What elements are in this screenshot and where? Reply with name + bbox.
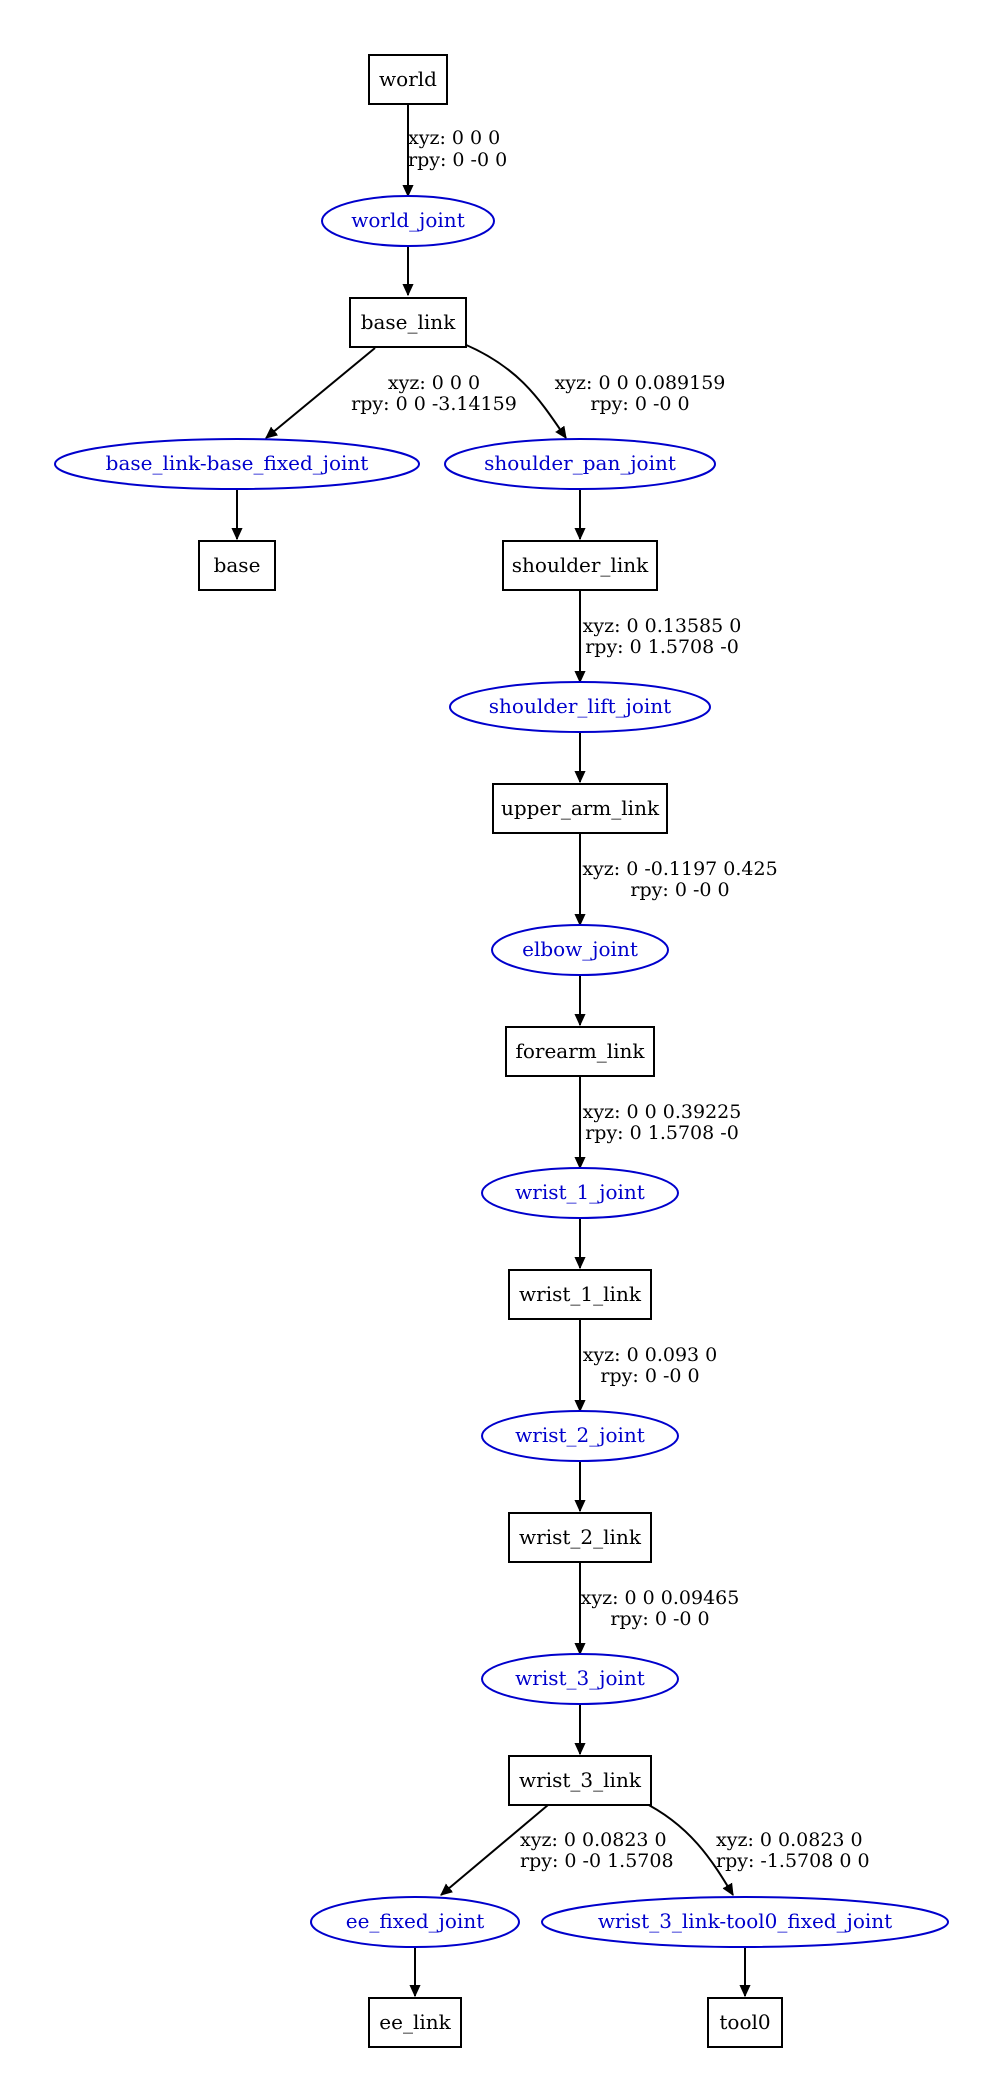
pose-rpy-shoulder-lift-joint: rpy: 0 1.5708 -0 [585,636,739,658]
joint-node-elbow-joint: elbow_joint [491,924,669,976]
link-node-world: world [368,54,448,105]
link-label-shoulder-link: shoulder_link [512,553,649,577]
pose-xyz-wrist-1-joint: xyz: 0 0 0.39225 [583,1101,742,1123]
joint-node-wrist-3-joint: wrist_3_joint [481,1653,679,1705]
pose-label-wrist-2-joint: xyz: 0 0.093 0 rpy: 0 -0 0 [583,1344,718,1387]
pose-rpy-shoulder-pan-joint: rpy: 0 -0 0 [590,393,689,415]
link-node-upper-arm-link: upper_arm_link [492,783,668,834]
pose-label-wrist-1-joint: xyz: 0 0 0.39225 rpy: 0 1.5708 -0 [583,1101,742,1144]
joint-label-ee-fixed-joint: ee_fixed_joint [346,1909,485,1933]
pose-labels: xyz: 0 0 0 rpy: 0 -0 0 xyz: 0 0 0 rpy: 0… [351,127,869,1872]
link-label-forearm-link: forearm_link [515,1039,645,1063]
link-label-world: world [379,67,437,91]
pose-label-world-joint: xyz: 0 0 0 rpy: 0 -0 0 [408,127,507,171]
pose-rpy-wrist-2-joint: rpy: 0 -0 0 [600,1365,699,1387]
joint-label-elbow-joint: elbow_joint [522,937,638,961]
joint-node-wrist-1-joint: wrist_1_joint [481,1167,679,1219]
pose-xyz-ee-fixed-joint: xyz: 0 0.0823 0 [520,1829,667,1851]
joint-label-world-joint: world_joint [351,208,464,232]
pose-rpy-ee-fixed-joint: rpy: 0 -0 1.5708 [520,1850,674,1872]
link-label-wrist-3-link: wrist_3_link [519,1768,642,1792]
link-label-tool0: tool0 [719,2010,770,2034]
pose-xyz-tool0-fixed-joint: xyz: 0 0.0823 0 [716,1829,863,1851]
pose-rpy-wrist-1-joint: rpy: 0 1.5708 -0 [585,1122,739,1144]
joint-label-wrist-1-joint: wrist_1_joint [515,1180,645,1204]
link-node-wrist-2-link: wrist_2_link [508,1512,652,1563]
link-node-tool0: tool0 [707,1997,783,2048]
link-label-base-link: base_link [361,310,457,334]
pose-label-wrist-3-joint: xyz: 0 0 0.09465 rpy: 0 -0 0 [581,1587,740,1630]
edge-base-link-to-shoulder-pan-joint [463,343,567,438]
link-node-ee-link: ee_link [368,1997,462,2048]
joint-label-wrist-2-joint: wrist_2_joint [515,1423,645,1447]
pose-rpy-wrist-3-joint: rpy: 0 -0 0 [610,1608,709,1630]
pose-label-base-fixed-joint: xyz: 0 0 0 rpy: 0 0 -3.14159 [351,372,517,415]
pose-xyz-world-joint: xyz: 0 0 0 [408,127,500,149]
joint-nodes: world_joint base_link-base_fixed_joint s… [54,195,949,1948]
joint-node-base-link-base-fixed-joint: base_link-base_fixed_joint [54,438,420,490]
joint-label-base-link-base-fixed-joint: base_link-base_fixed_joint [106,451,369,475]
pose-label-shoulder-pan-joint: xyz: 0 0 0.089159 rpy: 0 -0 0 [555,372,726,415]
pose-xyz-shoulder-lift-joint: xyz: 0 0.13585 0 [583,615,742,637]
link-label-upper-arm-link: upper_arm_link [501,796,660,820]
pose-xyz-shoulder-pan-joint: xyz: 0 0 0.089159 [555,372,726,394]
joint-node-ee-fixed-joint: ee_fixed_joint [310,1896,520,1948]
edges [237,104,745,1996]
pose-xyz-wrist-3-joint: xyz: 0 0 0.09465 [581,1587,740,1609]
link-label-wrist-1-link: wrist_1_link [519,1282,642,1306]
joint-node-shoulder-lift-joint: shoulder_lift_joint [449,681,711,733]
link-node-wrist-1-link: wrist_1_link [508,1269,652,1320]
edge-wrist-3-link-to-ee-fixed-joint [441,1804,549,1895]
pose-label-elbow-joint: xyz: 0 -0.1197 0.425 rpy: 0 -0 0 [582,858,777,901]
joint-label-shoulder-pan-joint: shoulder_pan_joint [484,451,676,475]
link-node-forearm-link: forearm_link [505,1026,655,1077]
pose-label-ee-fixed-joint: xyz: 0 0.0823 0 rpy: 0 -0 1.5708 [520,1829,674,1872]
joint-node-world-joint: world_joint [321,195,495,247]
joint-label-shoulder-lift-joint: shoulder_lift_joint [489,694,671,718]
pose-label-tool0-fixed-joint: xyz: 0 0.0823 0 rpy: -1.5708 0 0 [716,1829,870,1872]
pose-xyz-wrist-2-joint: xyz: 0 0.093 0 [583,1344,718,1366]
pose-rpy-world-joint: rpy: 0 -0 0 [408,149,507,171]
link-node-shoulder-link: shoulder_link [502,540,658,591]
pose-xyz-base-fixed-joint: xyz: 0 0 0 [388,372,480,394]
link-label-wrist-2-link: wrist_2_link [519,1525,642,1549]
pose-xyz-elbow-joint: xyz: 0 -0.1197 0.425 [582,858,777,880]
edge-wrist-3-link-to-tool0-fixed-joint [640,1800,734,1895]
link-nodes: world base_link base shoulder_link upper… [198,54,783,2048]
pose-rpy-base-fixed-joint: rpy: 0 0 -3.14159 [351,393,517,415]
joint-label-wrist-3-link-tool0-fixed-joint: wrist_3_link-tool0_fixed_joint [598,1909,892,1933]
link-label-ee-link: ee_link [379,2010,451,2034]
link-node-base: base [198,540,276,591]
joint-label-wrist-3-joint: wrist_3_joint [515,1666,645,1690]
joint-node-wrist-2-joint: wrist_2_joint [481,1410,679,1462]
pose-label-shoulder-lift-joint: xyz: 0 0.13585 0 rpy: 0 1.5708 -0 [583,615,742,658]
joint-node-wrist-3-link-tool0-fixed-joint: wrist_3_link-tool0_fixed_joint [541,1896,949,1948]
pose-rpy-tool0-fixed-joint: rpy: -1.5708 0 0 [716,1850,870,1872]
pose-rpy-elbow-joint: rpy: 0 -0 0 [630,879,729,901]
link-node-base-link: base_link [349,297,467,348]
link-label-base: base [214,553,261,577]
edge-base-link-to-base-fixed-joint [266,347,376,439]
link-node-wrist-3-link: wrist_3_link [508,1755,652,1806]
joint-node-shoulder-pan-joint: shoulder_pan_joint [444,438,716,490]
